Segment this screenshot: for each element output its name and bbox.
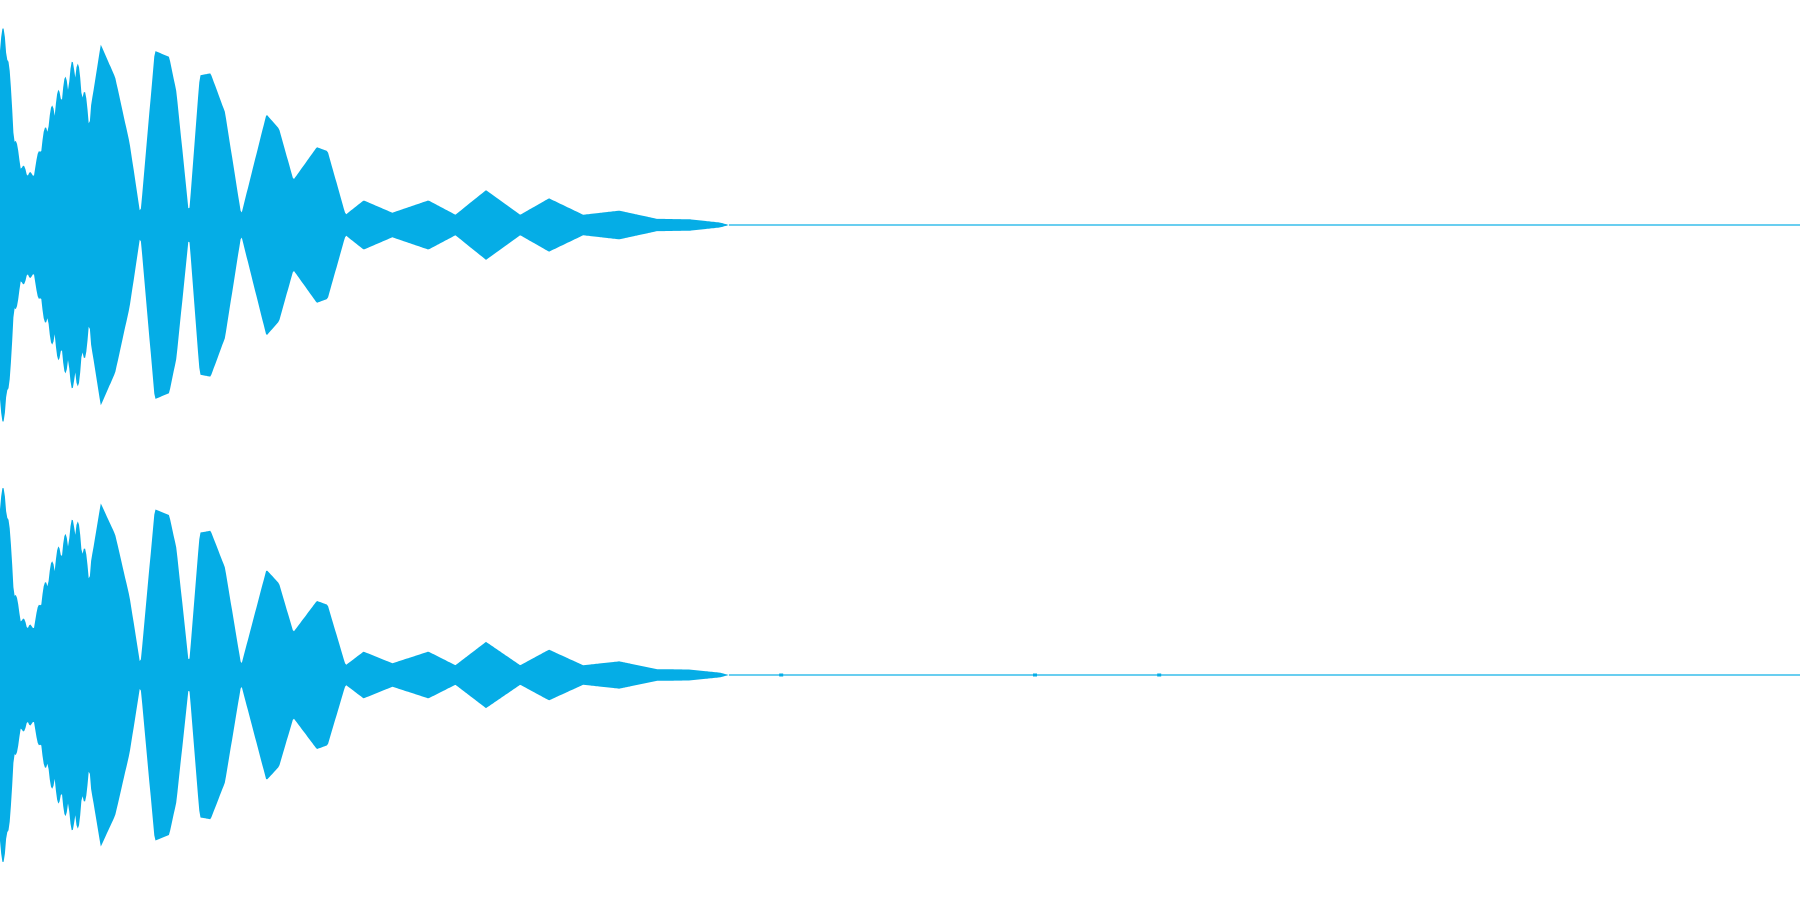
waveform-envelope — [0, 28, 729, 422]
waveform-blip — [1157, 673, 1162, 677]
waveform-blip — [779, 673, 784, 677]
waveform-silence-line — [729, 674, 1800, 676]
waveform-blip — [1033, 673, 1037, 677]
waveform-envelope — [0, 488, 729, 862]
waveform-channel-top — [0, 28, 1800, 422]
waveform-silence-line — [729, 224, 1800, 226]
waveform-channel-bottom — [0, 488, 1800, 862]
